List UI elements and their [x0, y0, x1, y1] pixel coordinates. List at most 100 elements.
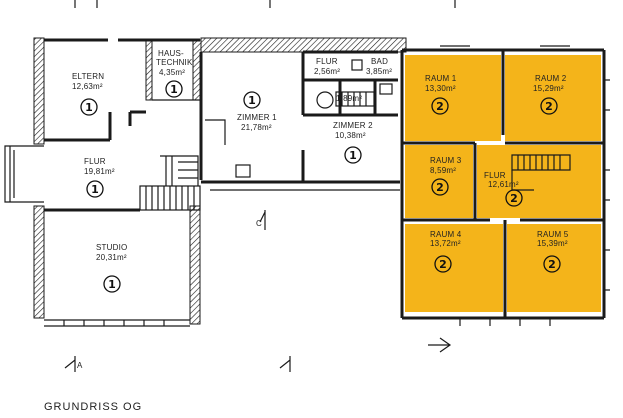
room-studio: STUDIO 20,31m² 1 [96, 243, 127, 293]
room-raum1: RAUM 1 13,30m² 2 [425, 74, 457, 115]
unit-circle [505, 189, 523, 207]
apartment-2 [405, 55, 601, 312]
unit-circle [431, 97, 449, 115]
unit-number: 2 [545, 100, 553, 113]
wall-hatched [33, 205, 45, 319]
unit-circle [86, 180, 104, 198]
room-area: 15,39m² [537, 239, 568, 248]
wall [402, 50, 604, 318]
unit-number: 1 [248, 94, 256, 107]
fixture [351, 59, 363, 71]
room-raum4: RAUM 4 13,72m² 2 [430, 230, 462, 273]
staircase-small [335, 91, 375, 107]
room-area: 12,63m² [72, 82, 103, 91]
room-raum2: RAUM 2 15,29m² 2 [533, 74, 567, 115]
unit-number: 2 [439, 258, 447, 271]
raum5-fill [507, 224, 601, 312]
unit-circle [243, 91, 261, 109]
raum1-fill [405, 55, 501, 141]
unit-number: 2 [510, 192, 518, 205]
fixture [379, 83, 393, 95]
room-area: 19,81m² [84, 167, 115, 176]
room-area: 13,72m² [430, 239, 461, 248]
unit-number: 1 [91, 183, 99, 196]
unit-number: 1 [85, 101, 93, 114]
room-area: 21,78m² [241, 123, 272, 132]
vent [235, 164, 251, 178]
room-area: 10,38m² [335, 131, 366, 140]
room-name: ZIMMER 1 [237, 113, 277, 122]
wall-hatched [145, 39, 153, 101]
room-bad: BAD 3,85m² [366, 57, 392, 76]
wall-hatched [200, 37, 407, 53]
window-mark [440, 45, 610, 326]
unit-number: 1 [170, 83, 178, 96]
room-area: 4,35m² [159, 68, 185, 77]
room-flur-small: FLUR 2,56m² [314, 57, 340, 76]
unit-circle [434, 255, 452, 273]
room-zimmer1: 1 ZIMMER 1 21,78m² [237, 91, 277, 132]
room-name: BAD [371, 57, 388, 66]
room-area: 1,89m² [336, 94, 362, 103]
wall [44, 110, 146, 142]
unit-circle [165, 80, 183, 98]
walls-right-unit [400, 45, 610, 326]
unit-number: 1 [108, 278, 116, 291]
unit-circle [103, 275, 121, 293]
room-flur-right: FLUR 12,61m² 2 [484, 171, 523, 207]
room-area: 20,31m² [96, 253, 127, 262]
room-eltern: ELTERN 12,63m² 1 [72, 72, 104, 116]
wall [199, 52, 305, 182]
window-strip [44, 319, 190, 327]
room-wc: 1,89m² [336, 94, 362, 103]
room-area: 3,85m² [366, 67, 392, 76]
unit-number: 2 [436, 181, 444, 194]
wall [303, 50, 398, 117]
room-area: 13,30m² [425, 84, 456, 93]
room-flur-left: FLUR 19,81m² 1 [84, 157, 115, 198]
unit-circle [344, 146, 362, 164]
room-area: 15,29m² [533, 84, 564, 93]
bay-window [4, 145, 44, 203]
unit-number: 1 [349, 149, 357, 162]
unit-number: 2 [548, 258, 556, 271]
walls-left-unit [4, 37, 407, 327]
section-label-c: C [256, 219, 262, 228]
raum2-fill [505, 55, 601, 141]
room-raum5: RAUM 5 15,39m² 2 [537, 230, 569, 273]
wall-hatched [33, 37, 45, 145]
room-name: STUDIO [96, 243, 127, 252]
room-name: RAUM 2 [535, 74, 567, 83]
raum3-fill [405, 145, 473, 218]
room-haustechnik: HAUS- TECHNIK 4,35m² 1 [156, 49, 193, 98]
door-swing [316, 91, 334, 109]
unit-circle [543, 255, 561, 273]
room-name: FLUR [316, 57, 338, 66]
room-name: FLUR [84, 157, 106, 166]
room-raum3: RAUM 3 8,59m² 2 [430, 156, 462, 196]
staircase-left [139, 155, 201, 211]
room-area: 8,59m² [430, 166, 456, 175]
room-name: ZIMMER 2 [333, 121, 373, 130]
unit-circle [540, 97, 558, 115]
wall-hatched [189, 205, 201, 325]
unit-number: 2 [436, 100, 444, 113]
raum4-fill [405, 224, 503, 312]
room-zimmer2: ZIMMER 2 10,38m² 1 [333, 121, 373, 164]
room-name: RAUM 3 [430, 156, 462, 165]
room-name: ELTERN [72, 72, 104, 81]
room-name: HAUS- [158, 49, 184, 58]
room-area: 12,61m² [488, 180, 519, 189]
room-name: FLUR [484, 171, 506, 180]
unit-circle [80, 98, 98, 116]
section-marks [64, 0, 456, 372]
room-name: RAUM 4 [430, 230, 462, 239]
room-name: RAUM 5 [537, 230, 569, 239]
section-label-a: A [77, 361, 83, 370]
room-area: 2,56m² [314, 67, 340, 76]
room-name: RAUM 1 [425, 74, 457, 83]
plan-title: GRUNDRISS OG [44, 401, 142, 413]
room-name: TECHNIK [156, 58, 193, 67]
unit-circle [431, 178, 449, 196]
